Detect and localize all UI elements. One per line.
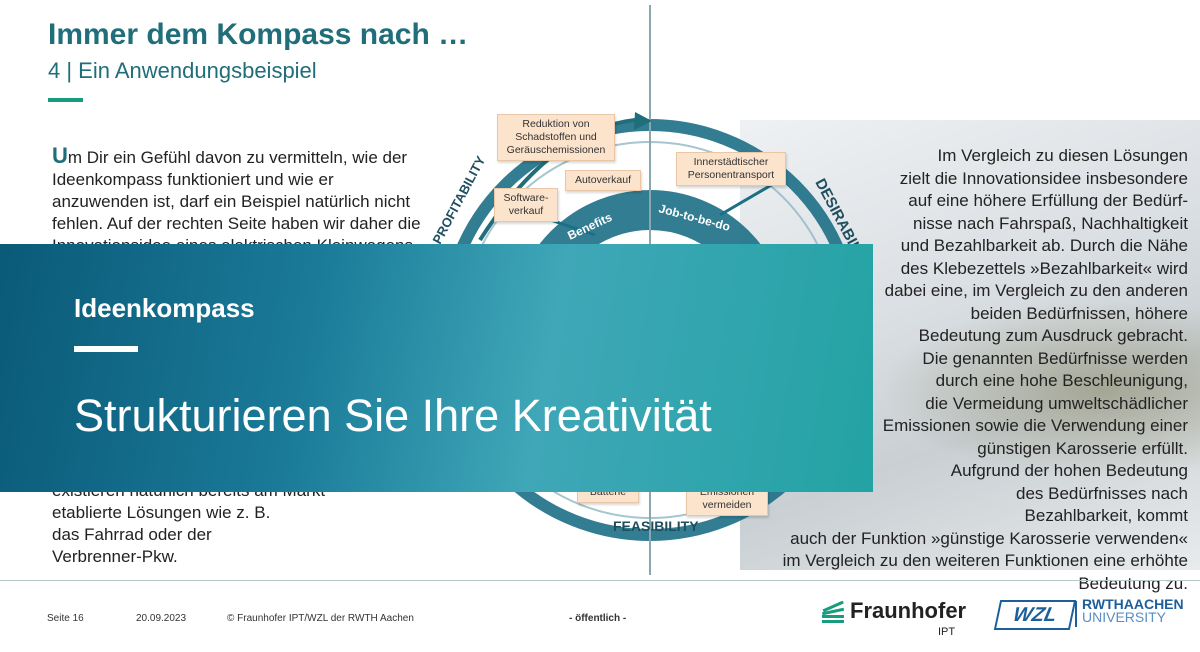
banner-divider — [74, 346, 138, 352]
background-photo-shade — [880, 300, 1200, 480]
intro-line: m Dir ein Gefühl davon zu vermitteln, wi… — [67, 148, 408, 167]
intro-paragraph: Um Dir ein Gefühl davon zu vermitteln, w… — [52, 145, 432, 257]
comparison-line: auf eine höhere Erfüllung der Bedürf- — [908, 191, 1188, 210]
intro-line: anzuwenden ist, darf ein Beispiel natürl… — [52, 192, 411, 211]
rwth-university: UNIVERSITY — [1082, 609, 1167, 625]
fraunhofer-institute: IPT — [938, 626, 956, 638]
page-title: Immer dem Kompass nach … — [48, 18, 469, 51]
existing-line: etablierte Lösungen wie z. B. — [52, 503, 271, 522]
comparison-line: Bedeutung zu. — [1078, 573, 1188, 593]
compass-arrow-head — [634, 112, 652, 130]
footer-copyright: © Fraunhofer IPT/WZL der RWTH Aachen — [227, 613, 414, 624]
comparison-line: nisse nach Fahrspaß, Nachhaltigkeit — [913, 213, 1188, 233]
axis-label-profitability: PROFITABILITY — [429, 153, 488, 246]
comparison-line: und Bezahlbarkeit ab. Durch die Nähe — [900, 236, 1188, 255]
existing-line: das Fahrrad oder der — [52, 525, 212, 544]
note-software-sales: Software-verkauf — [494, 188, 558, 222]
axis-label-feasibility: FEASIBILITY — [613, 518, 699, 534]
dropcap-letter: U — [52, 143, 68, 168]
note-urban-transport: Innerstädtischer Personentransport — [676, 152, 786, 186]
banner-headline: Strukturieren Sie Ihre Kreativität — [74, 390, 712, 441]
comparison-line: Emissionen sowie die Verwendung einer — [882, 416, 1188, 435]
footer-divider — [0, 580, 1200, 581]
existing-line: Verbrenner-Pkw. — [52, 547, 178, 566]
comparison-line: zielt die Innovationsidee insbesondere — [899, 168, 1188, 188]
promo-banner — [0, 244, 873, 492]
footer-date: 20.09.2023 — [136, 613, 187, 624]
fraunhofer-mark-icon — [822, 601, 844, 623]
comparison-paragraph: Im Vergleich zu diesen Lösungen zielt di… — [770, 145, 1188, 595]
comparison-line: des Klebezettels »Bezahlbarkeit« wird — [900, 258, 1188, 278]
note-emissions-reduction: Reduktion von Schadstoffen und Geräusche… — [497, 114, 615, 161]
footer-page-number: Seite 16 — [47, 613, 84, 624]
title-underline — [48, 98, 83, 102]
intro-line: Ideenkompass funktioniert und wie er — [52, 170, 334, 189]
comparison-line: Im Vergleich zu diesen Lösungen — [937, 146, 1188, 165]
comparison-line: Die genannten Bedürfnisse werden — [922, 348, 1188, 368]
comparison-line: beiden Bedürfnissen, höhere — [970, 303, 1188, 323]
fraunhofer-name: Fraunhofer — [850, 598, 967, 623]
rwth-name: RWTHAACHEN — [1082, 596, 1184, 612]
existing-solutions-paragraph: existieren natürlich bereits am Markt et… — [52, 480, 352, 568]
comparison-line: Aufgrund der hohen Bedeutung — [950, 461, 1188, 480]
rwth-logo: RWTHAACHEN UNIVERSITY — [1082, 596, 1184, 625]
page-subtitle: 4 | Ein Anwendungsbeispiel — [48, 58, 317, 83]
comparison-line: durch eine hohe Beschleunigung, — [935, 371, 1188, 390]
wzl-logo: WZL — [993, 600, 1077, 630]
footer-classification: - öffentlich - — [569, 613, 627, 624]
comparison-line: dabei eine, im Vergleich zu den anderen — [884, 281, 1188, 300]
intro-line: fehlen. Auf der rechten Seite haben wir … — [52, 214, 421, 233]
comparison-line: günstigen Karosserie erfüllt. — [977, 438, 1188, 458]
comparison-line: auch der Funktion »günstige Karosserie v… — [790, 528, 1188, 548]
comparison-line: des Bedürfnisses nach — [1016, 483, 1188, 503]
fraunhofer-logo: Fraunhofer IPT — [822, 598, 966, 642]
comparison-line: Bezahlbarkeit, kommt — [1024, 506, 1188, 525]
comparison-line: die Vermeidung umweltschädlicher — [925, 393, 1188, 413]
banner-kicker: Ideenkompass — [74, 293, 255, 323]
comparison-line: Bedeutung zum Ausdruck gebracht. — [918, 326, 1188, 345]
note-car-sales: Autoverkauf — [565, 170, 641, 191]
logo-divider — [1075, 601, 1077, 627]
comparison-line: im Vergleich zu den weiteren Funktionen … — [782, 551, 1188, 570]
